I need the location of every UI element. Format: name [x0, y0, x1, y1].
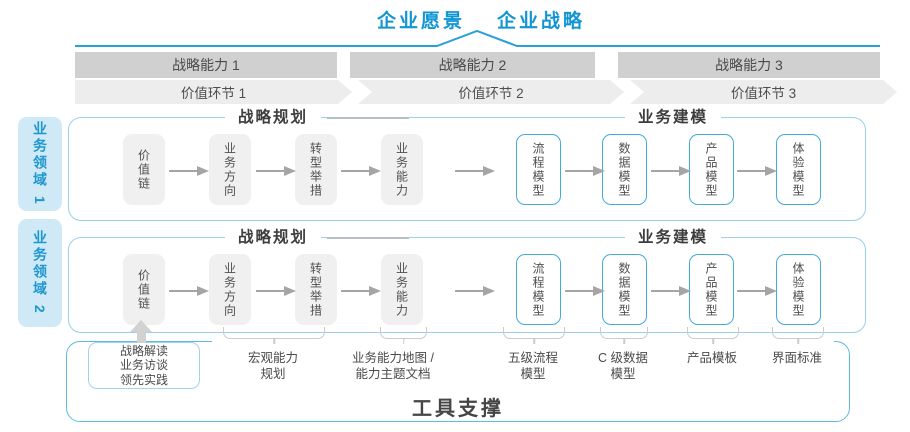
label-line: 模型: [520, 367, 546, 381]
label-line: 能力主题文档: [355, 367, 431, 381]
annotation-brace: [503, 327, 565, 339]
flow-arrow-icon: [565, 166, 605, 176]
process-row-domain-1: 战略规划 业务建模 价值链 业务方向 转型举措 业务能力 流程模型 数据模型 产…: [68, 107, 898, 221]
annotation-label-ui-standard: 界面标准: [772, 350, 822, 366]
annotation-label-data-model: C 级数据 模型: [598, 350, 648, 382]
transformation-initiatives-box: 转型举措: [295, 254, 337, 325]
annotation-label-macro-capability: 宏观能力 规划: [248, 350, 298, 382]
transformation-initiatives-box: 转型举措: [295, 134, 337, 205]
process-row-domain-2: 战略规划 业务建模 价值链 业务方向 转型举措 业务能力 流程模型 数据模型 产…: [68, 227, 898, 333]
tool-support-title: 工具支撑: [412, 398, 504, 420]
business-direction-box: 业务方向: [209, 134, 251, 205]
data-model-box: 数据模型: [602, 134, 647, 205]
flow-arrow-icon: [256, 286, 296, 296]
strategy-planning-title: 战略规划: [224, 227, 322, 248]
label-line: 界面标准: [771, 351, 823, 365]
flow-arrow-icon: [737, 286, 777, 296]
capability-bar-2: 战略能力 2: [350, 52, 595, 78]
annotation-brace: [772, 327, 824, 339]
label-line: 产品模板: [686, 351, 738, 365]
flow-arrow-icon: [737, 166, 777, 176]
flow-arrow-icon: [651, 166, 691, 176]
process-model-box: 流程模型: [516, 254, 561, 325]
practice-line: 领先实践: [119, 372, 168, 387]
value-chain-box: 价值链: [123, 254, 165, 325]
title-divider-dash: [327, 237, 409, 239]
experience-model-box: 体验模型: [776, 134, 821, 205]
annotation-label-capability-map: 业务能力地图 / 能力主题文档: [352, 350, 434, 382]
flow-arrow-icon: [341, 286, 381, 296]
domain-label-2: 业务领域 2: [18, 219, 62, 327]
flow-arrow-icon: [455, 166, 495, 176]
label-line: 规划: [260, 367, 286, 381]
business-direction-box: 业务方向: [209, 254, 251, 325]
label-line: 业务能力地图 /: [352, 351, 434, 365]
annotation-label-process-model: 五级流程 模型: [508, 350, 558, 382]
experience-model-box: 体验模型: [776, 254, 821, 325]
business-capability-box: 业务能力: [381, 134, 423, 205]
capability-bar-1: 战略能力 1: [75, 52, 337, 78]
annotation-brace: [687, 327, 739, 339]
practice-line: 战略解读: [119, 343, 168, 358]
strategy-planning-title: 战略规划: [224, 107, 322, 128]
flow-arrow-icon: [169, 166, 209, 176]
process-model-box: 流程模型: [516, 134, 561, 205]
value-chain-box: 价值链: [123, 134, 165, 205]
label-line: 宏观能力: [247, 351, 299, 365]
annotation-brace: [223, 327, 325, 339]
flow-band-arrowhead-icon: [848, 248, 898, 326]
roof-line: [75, 29, 880, 47]
product-model-box: 产品模型: [689, 254, 734, 325]
business-modeling-title: 业务建模: [624, 227, 722, 248]
strategy-title: 企业战略: [497, 11, 586, 32]
flow-arrow-icon: [455, 286, 495, 296]
business-modeling-title: 业务建模: [624, 107, 722, 128]
product-model-box: 产品模型: [689, 134, 734, 205]
domain-label-1: 业务领域 1: [18, 117, 62, 211]
value-link-segment-2: 价值环节 2: [358, 80, 624, 104]
flow-band-arrowhead-icon: [848, 128, 898, 206]
label-line: C 级数据: [597, 351, 649, 365]
tool-border-cover: [212, 338, 834, 346]
label-line: 五级流程: [507, 351, 559, 365]
flow-arrow-icon: [651, 286, 691, 296]
up-arrow-icon: [130, 320, 152, 343]
data-model-box: 数据模型: [602, 254, 647, 325]
page-title: 企业愿景 企业战略: [26, 6, 910, 33]
flow-arrow-icon: [256, 166, 296, 176]
vision-title: 企业愿景: [376, 11, 465, 32]
annotation-brace: [380, 327, 427, 339]
practice-box: 战略解读 业务访谈 领先实践: [88, 342, 200, 389]
capability-bar-3: 战略能力 3: [618, 52, 880, 78]
annotation-brace: [600, 327, 648, 339]
title-divider-dash: [327, 117, 409, 119]
label-line: 模型: [610, 367, 636, 381]
annotation-label-product-template: 产品模板: [687, 350, 737, 366]
value-link-segment-3: 价值环节 3: [630, 80, 897, 104]
flow-arrow-icon: [565, 286, 605, 296]
value-link-segment-1: 价值环节 1: [75, 80, 352, 104]
flow-arrow-icon: [169, 286, 209, 296]
business-capability-box: 业务能力: [381, 254, 423, 325]
flow-arrow-icon: [341, 166, 381, 176]
practice-line: 业务访谈: [119, 358, 168, 373]
